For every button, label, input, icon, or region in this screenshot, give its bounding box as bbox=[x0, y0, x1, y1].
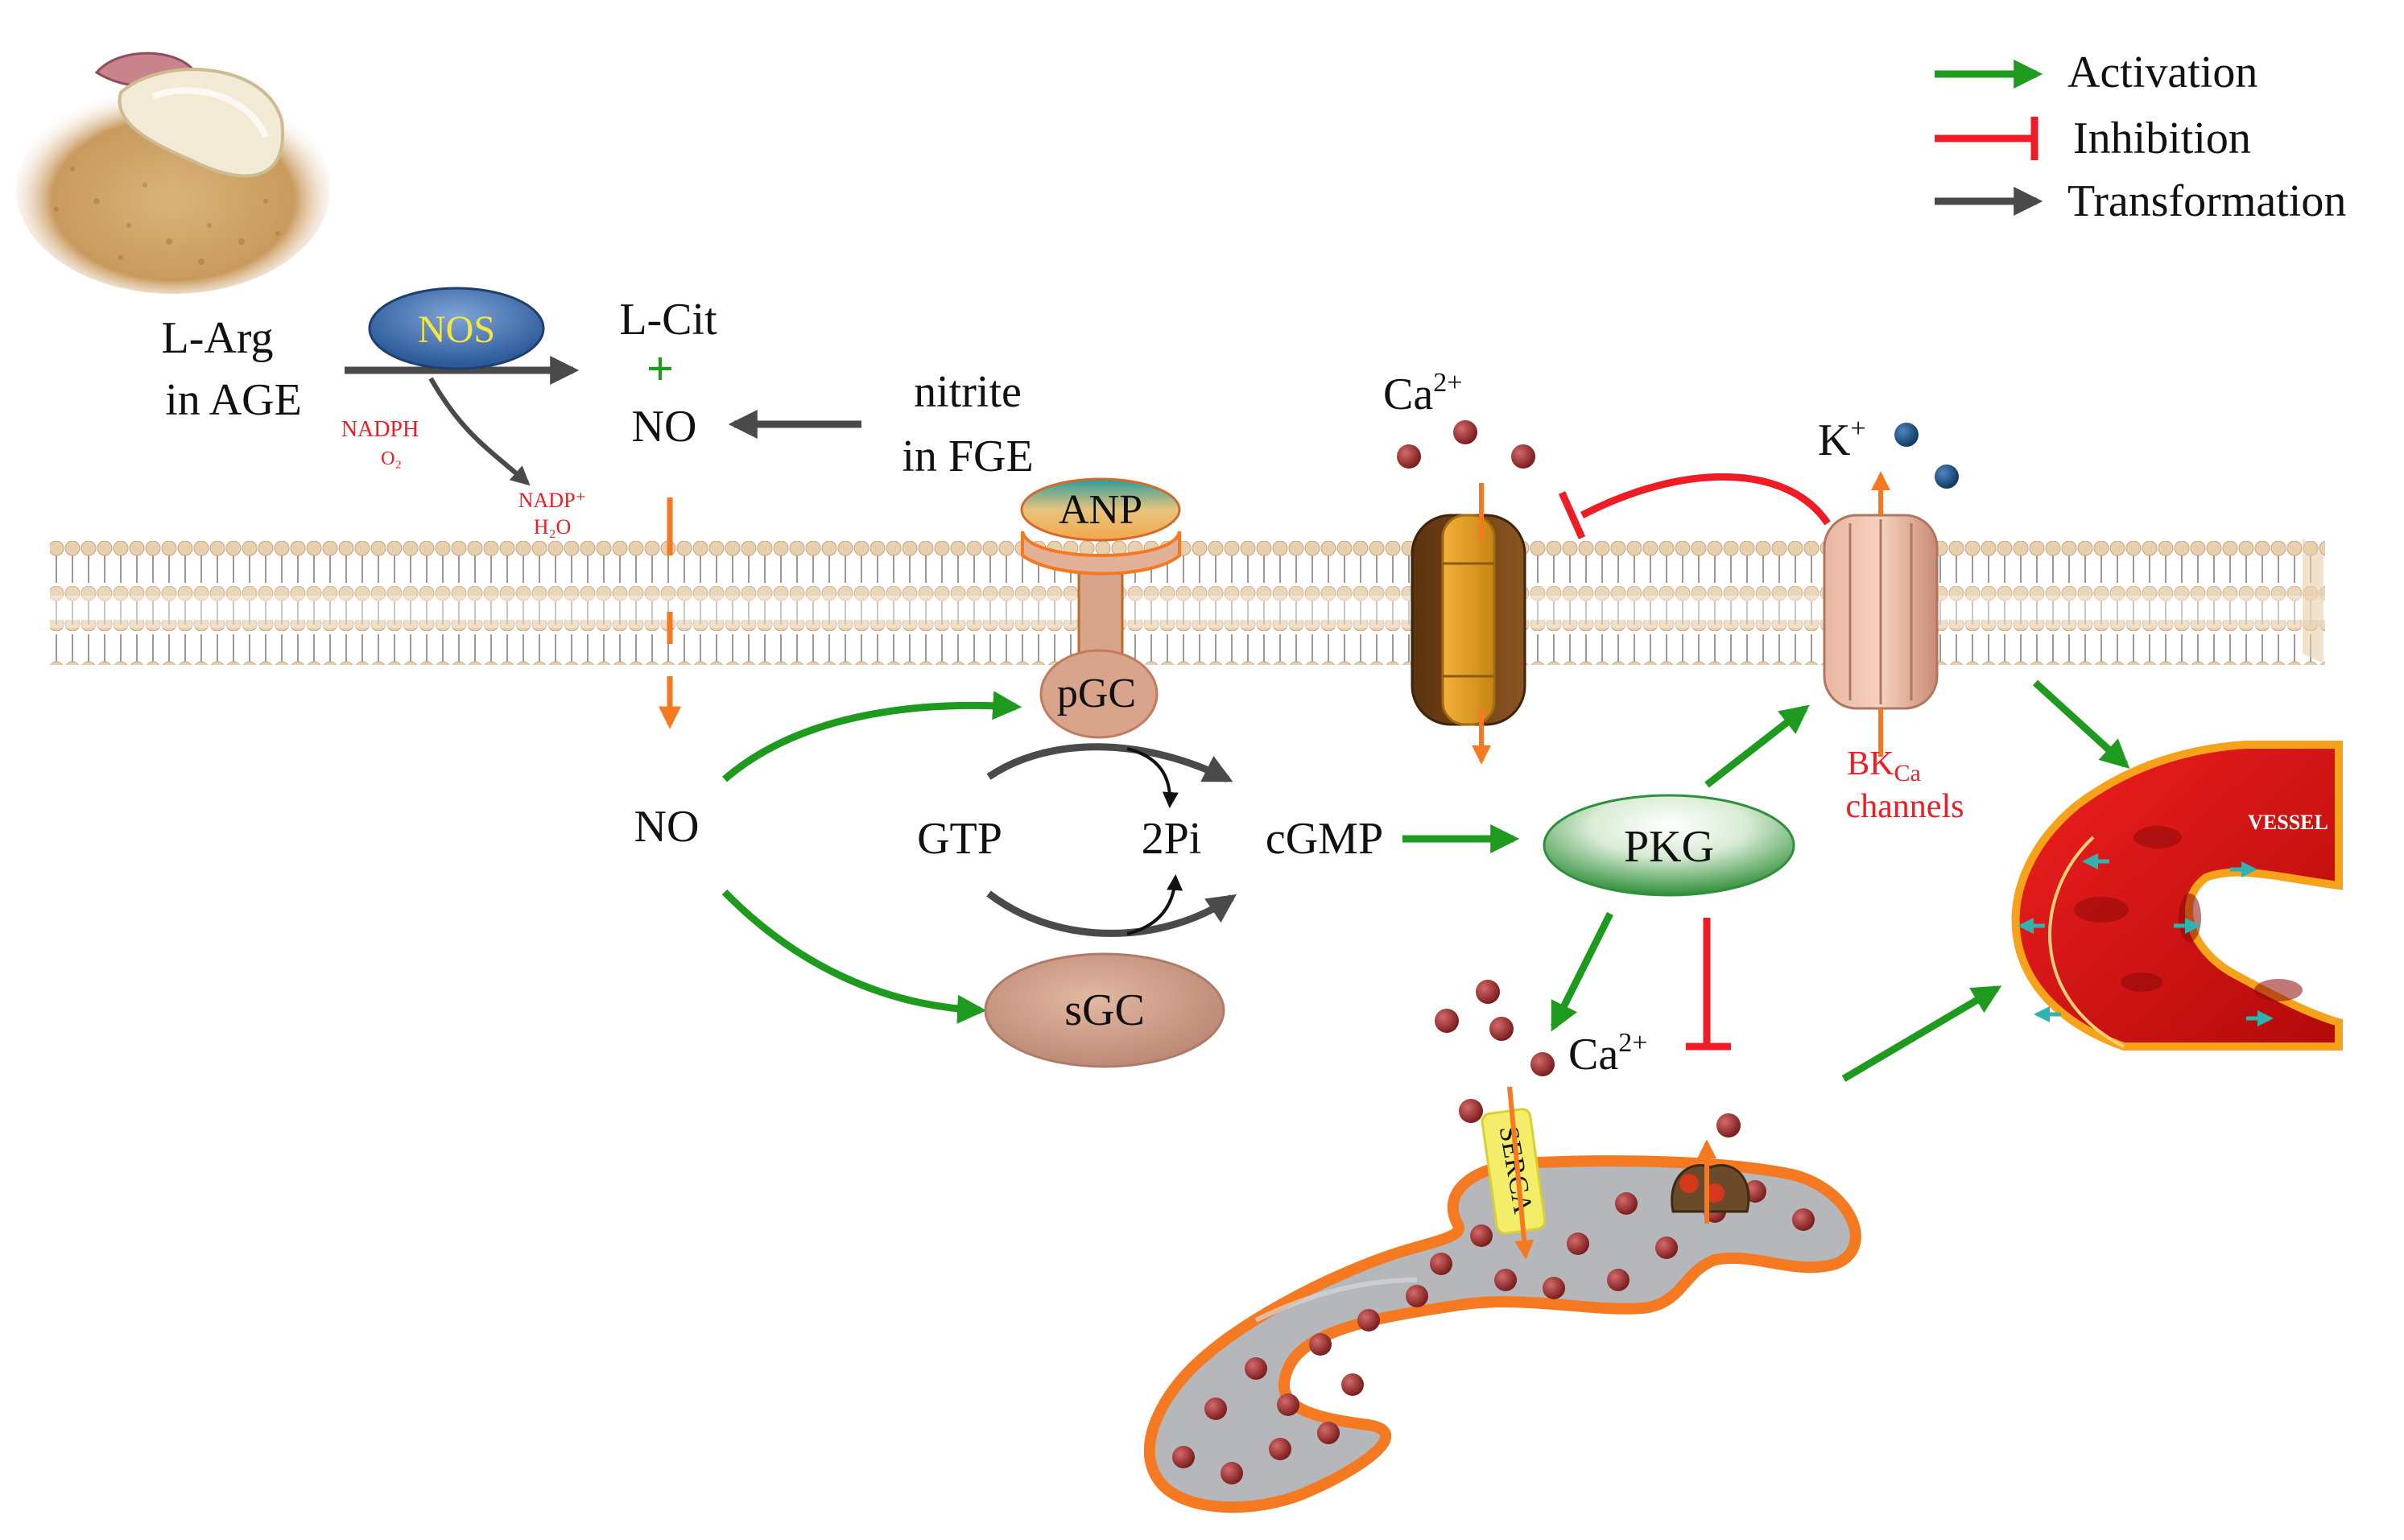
ca-bottom-label: Ca2+ bbox=[1568, 1028, 1647, 1080]
h2o-label: H₂O bbox=[534, 515, 572, 539]
legend-inhibition-label: Inhibition bbox=[2073, 114, 2251, 163]
anp-pgc-receptor: ANP pGC bbox=[1020, 477, 1181, 739]
no-to-sgc-arrow bbox=[721, 889, 987, 1024]
legend-activation: Activation bbox=[1935, 47, 2257, 97]
legend-transformation-label: Transformation bbox=[2067, 176, 2346, 226]
gtp-to-cgmp-sgc-arrow bbox=[986, 890, 1237, 937]
pkg-enzyme bbox=[1543, 794, 1795, 897]
in-fge-label: in FGE bbox=[902, 431, 1033, 481]
vessel-label: VESSEL bbox=[2248, 811, 2328, 834]
pgc-label: pGC bbox=[1057, 671, 1136, 716]
vessel-illustration: VESSEL bbox=[2011, 741, 2343, 1051]
calcium-ions-cytosol bbox=[1435, 980, 1741, 1137]
no-to-pgc-arrow bbox=[722, 691, 1022, 782]
calcium-ions-extracellular bbox=[1397, 420, 1535, 469]
ip3-receptor bbox=[1671, 1139, 1750, 1224]
bkca-channel: K+ BKCa channels bbox=[1818, 414, 1964, 825]
potassium-ions bbox=[1894, 423, 1959, 489]
channels-label: channels bbox=[1846, 788, 1964, 825]
l-cit-label: L-Cit bbox=[619, 295, 717, 345]
serca-pump: SERCA bbox=[1481, 1086, 1547, 1260]
sgc-enzyme bbox=[984, 952, 1225, 1068]
nadph-to-nadp-arrow bbox=[428, 377, 531, 486]
nitrite-label: nitrite bbox=[914, 367, 1022, 417]
anp-ligand bbox=[1020, 477, 1181, 542]
gtp-to-cgmp-pgc-arrow bbox=[986, 743, 1233, 783]
cell-membrane bbox=[50, 538, 2325, 665]
nos-label: NOS bbox=[418, 308, 495, 351]
legend: Activation Inhibition Transformation bbox=[1935, 47, 2346, 226]
nadp-label: NADP⁺ bbox=[518, 489, 587, 512]
bkca-to-vessel-arrow bbox=[2032, 679, 2130, 769]
pgc-enzyme bbox=[1039, 649, 1159, 739]
gtp-label: GTP bbox=[917, 814, 1002, 864]
legend-activation-label: Activation bbox=[2067, 47, 2257, 97]
k-label: K+ bbox=[1818, 414, 1866, 465]
bkca-inhibits-ca-channel bbox=[1580, 473, 1831, 526]
legend-inhibition: Inhibition bbox=[1935, 114, 2251, 163]
pkg-label: PKG bbox=[1624, 822, 1714, 872]
anp-label: ANP bbox=[1059, 487, 1142, 533]
no-top-label: NO bbox=[632, 402, 697, 452]
bkca-label: BKCa bbox=[1847, 745, 1921, 787]
o2-label: O₂ bbox=[381, 448, 402, 469]
ca-top-label: Ca2+ bbox=[1383, 368, 1462, 419]
two-pi-label: 2Pi bbox=[1142, 814, 1202, 864]
cgmp-cascade: NO GTP 2Pi cGMP sGC PKG bbox=[634, 691, 1810, 1068]
calcium-channel: Ca2+ bbox=[1383, 368, 1831, 765]
in-age-label: in AGE bbox=[165, 375, 302, 425]
sgc-label: sGC bbox=[1064, 985, 1145, 1035]
no-mid-label: NO bbox=[634, 802, 700, 852]
pkg-inhibits-ip3r bbox=[1686, 918, 1731, 1051]
garlic-image bbox=[16, 52, 330, 294]
legend-transformation: Transformation bbox=[1935, 176, 2346, 226]
plus-sign: + bbox=[646, 342, 674, 395]
nos-reaction: L-Arg in AGE NOS NADPH O₂ NADP⁺ H₂O L-Ci… bbox=[162, 287, 1034, 539]
cgmp-label: cGMP bbox=[1266, 814, 1383, 864]
l-arg-label: L-Arg bbox=[162, 313, 274, 363]
pkg-to-serca-arrow bbox=[1550, 911, 1614, 1032]
pkg-to-bkca-arrow bbox=[1704, 704, 1810, 788]
sarcoplasmic-reticulum: Ca2+ SERCA bbox=[1143, 980, 1861, 1513]
nadph-label: NADPH bbox=[341, 417, 419, 442]
nos-enzyme bbox=[368, 287, 545, 370]
calcium-to-vessel-arrow bbox=[1841, 985, 2002, 1082]
